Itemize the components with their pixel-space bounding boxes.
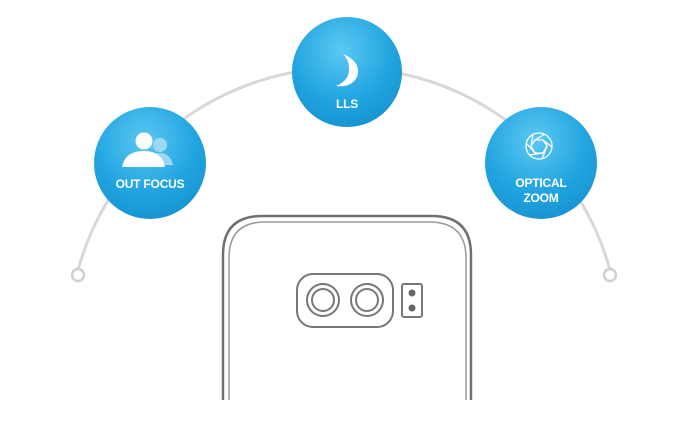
lls-circle — [292, 17, 402, 127]
optical-zoom-label: OPTICAL ZOOM — [485, 176, 597, 206]
lls-label: LLS — [335, 97, 359, 111]
phone-outline — [221, 214, 473, 400]
moon-icon — [336, 54, 359, 87]
camera-module — [296, 273, 423, 328]
arc-end-left — [70, 267, 86, 283]
people-icon — [122, 132, 173, 167]
optical-zoom-label-line1: OPTICAL — [515, 176, 567, 190]
aperture-icon — [525, 132, 553, 160]
optical-zoom-label-line2: ZOOM — [523, 191, 559, 205]
out-focus-label: OUT FOCUS — [115, 177, 185, 191]
optical-zoom-circle — [485, 107, 597, 219]
arc-end-right — [602, 267, 618, 283]
